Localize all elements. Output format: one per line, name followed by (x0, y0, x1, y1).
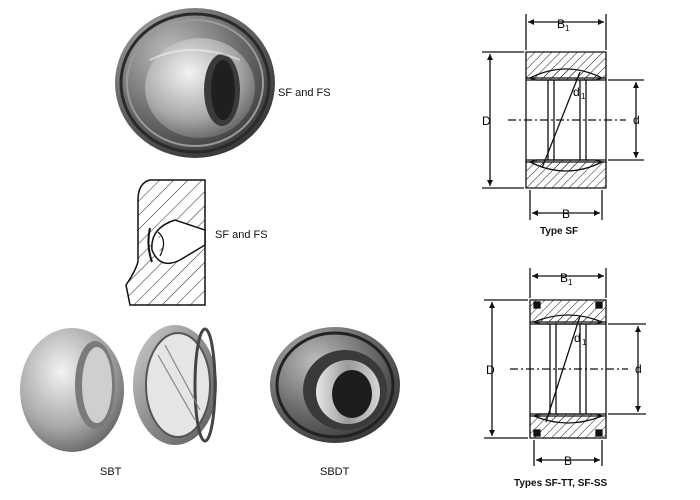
sbdt-label: SBDT (320, 466, 350, 478)
dim-b1-sf: B (557, 17, 565, 31)
dim-b1-sub-sftt: 1 (568, 278, 573, 287)
dim-d-outer-sftt: D (486, 363, 495, 377)
sf-fs-section-drawing (125, 179, 206, 306)
dim-b1-sftt: B (560, 271, 568, 285)
dim-d1-sub-sf: 1 (581, 92, 586, 101)
sbt-label: SBT (100, 466, 122, 478)
sf-fs-photo-label: SF and FS (278, 87, 331, 99)
sf-fs-bearing-photo (115, 8, 275, 158)
dim-b-sf: B (562, 207, 570, 221)
type-sf-tt-ss-caption: Types SF-TT, SF-SS (514, 478, 608, 489)
type-sf-tt-ss-drawing: B 1 B D d d 1 (484, 268, 646, 468)
type-sf-caption: Type SF (540, 226, 579, 237)
sbt-ball-photo (20, 328, 124, 452)
dim-d-bore-sftt: d (635, 362, 642, 376)
type-sf-drawing: B 1 B D d d 1 (482, 14, 644, 221)
dim-d1-sf: d (573, 85, 580, 99)
sf-fs-section-label: SF and FS (215, 229, 268, 241)
dim-d-bore-sf: d (633, 113, 640, 127)
photo-panel (20, 8, 400, 452)
sbt-ring-photo (133, 325, 217, 445)
dim-b-sftt: B (564, 454, 572, 468)
dim-d1-sub-sftt: 1 (582, 338, 587, 347)
dim-d1-sftt: d (574, 331, 581, 345)
dim-d-outer-sf: D (482, 114, 491, 128)
dim-b1-sub-sf: 1 (565, 24, 570, 33)
sbdt-bearing-photo (270, 327, 400, 443)
